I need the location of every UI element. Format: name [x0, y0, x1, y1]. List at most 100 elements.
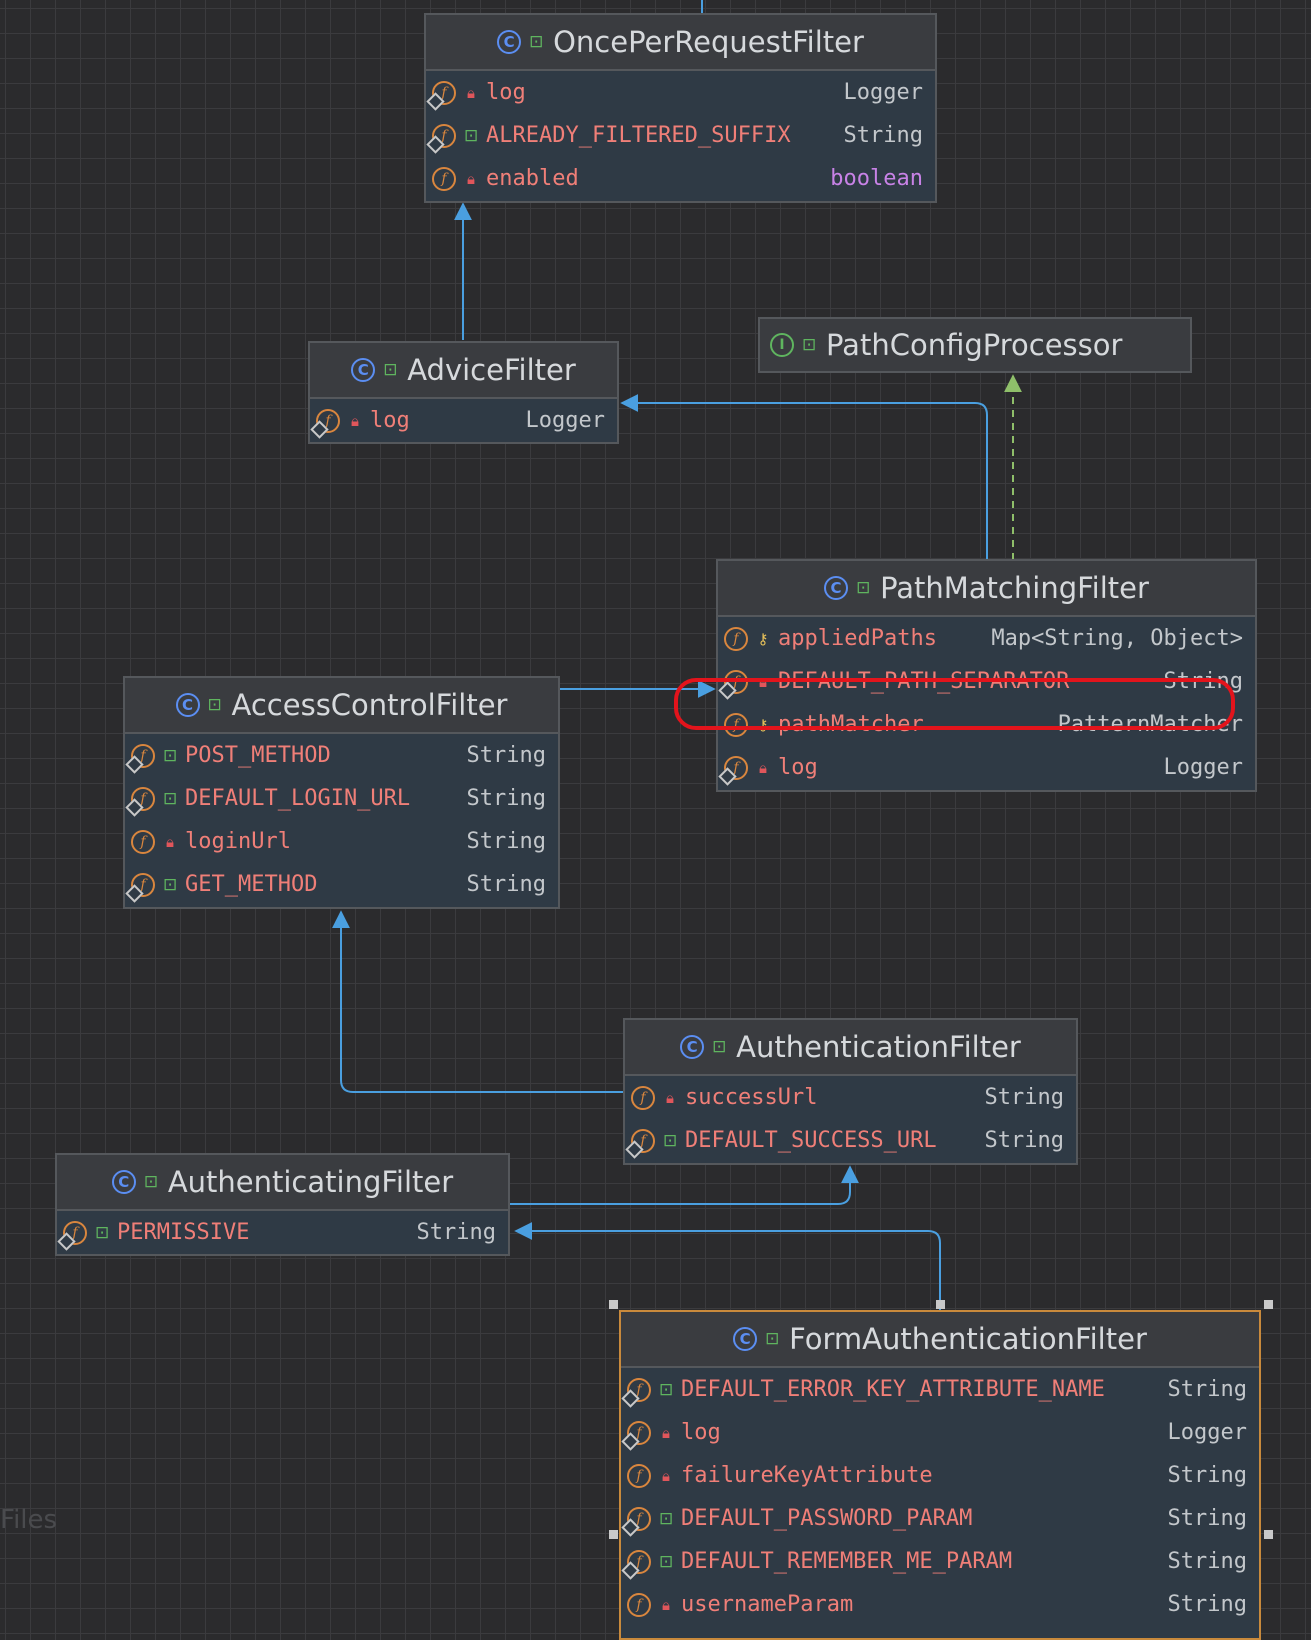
field-name: DEFAULT_ERROR_KEY_ATTRIBUTE_NAME [681, 1377, 1105, 1402]
field-row[interactable]: f 🔒︎ log Logger [621, 1411, 1259, 1454]
field-row[interactable]: f 🔒︎ loginUrl String [125, 820, 558, 863]
field-row[interactable]: f ⚷ appliedPaths Map<String, Object> [718, 617, 1255, 660]
field-row[interactable]: f ⊡ DEFAULT_LOGIN_URL String [125, 777, 558, 820]
public-icon: ⊡ [712, 1037, 727, 1057]
public-icon: ⊡ [207, 695, 222, 715]
private-lock-icon: 🔒︎ [662, 1595, 670, 1614]
field-row[interactable]: f ⊡ DEFAULT_SUCCESS_URL String [625, 1119, 1076, 1162]
class-node-onceperrequestfilter[interactable]: C ⊡ OncePerRequestFilter f 🔒︎ log Logger… [424, 13, 937, 203]
field-name: log [486, 80, 526, 105]
private-lock-icon: 🔒︎ [759, 758, 767, 777]
class-header[interactable]: C ⊡ FormAuthenticationFilter [621, 1312, 1259, 1368]
selection-handle[interactable] [936, 1300, 945, 1309]
class-title: AccessControlFilter [231, 688, 508, 722]
class-title: PathConfigProcessor [826, 328, 1123, 362]
class-title: AdviceFilter [407, 353, 576, 387]
field-row[interactable]: f 🔒︎ successUrl String [625, 1076, 1076, 1119]
public-icon: ⊡ [802, 335, 817, 355]
static-field-icon: f [131, 743, 155, 768]
private-lock-icon: 🔒︎ [467, 169, 475, 188]
selection-handle[interactable] [1264, 1300, 1273, 1309]
package-key-icon: ⚷ [757, 715, 769, 734]
class-title: AuthenticationFilter [736, 1030, 1021, 1064]
field-name: DEFAULT_SUCCESS_URL [685, 1128, 937, 1153]
private-lock-icon: 🔒︎ [666, 1088, 674, 1107]
class-header[interactable]: C ⊡ OncePerRequestFilter [426, 15, 935, 71]
class-icon: C [680, 1035, 705, 1059]
field-icon: f [631, 1085, 655, 1110]
private-lock-icon: 🔒︎ [467, 83, 475, 102]
field-row[interactable]: f ⊡ PERMISSIVE String [57, 1211, 508, 1254]
field-row[interactable]: f ⊡ DEFAULT_PASSWORD_PARAM String [621, 1497, 1259, 1540]
public-icon: ⊡ [659, 1551, 674, 1572]
interface-icon: I [770, 333, 794, 357]
field-name: ALREADY_FILTERED_SUFFIX [486, 123, 791, 148]
field-row[interactable]: f ⊡ GET_METHOD String [125, 863, 558, 906]
selection-handle[interactable] [609, 1530, 618, 1539]
field-row[interactable]: f ⊡ POST_METHOD String [125, 734, 558, 777]
field-row[interactable]: f ⊡ DEFAULT_REMEMBER_ME_PARAM String [621, 1540, 1259, 1583]
class-node-authenticatingfilter[interactable]: C ⊡ AuthenticatingFilter f ⊡ PERMISSIVE … [55, 1153, 510, 1256]
field-name: PERMISSIVE [117, 1220, 250, 1245]
field-type: PatternMatcher [1057, 712, 1243, 737]
field-row[interactable]: f ⊡ ALREADY_FILTERED_SUFFIX String [426, 114, 935, 157]
class-header[interactable]: C ⊡ AccessControlFilter [125, 678, 558, 734]
static-field-icon: f [627, 1420, 651, 1445]
public-icon: ⊡ [529, 32, 544, 52]
field-row[interactable]: f 🔒︎ log Logger [718, 746, 1255, 789]
field-name: pathMatcher [778, 712, 924, 737]
class-icon: C [351, 358, 376, 382]
field-type: String [1167, 1506, 1247, 1531]
class-header[interactable]: C ⊡ AuthenticatingFilter [57, 1155, 508, 1211]
class-icon: C [111, 1170, 136, 1194]
static-field-icon: f [627, 1377, 651, 1402]
field-name: appliedPaths [778, 626, 937, 651]
private-lock-icon: 🔒︎ [351, 411, 359, 430]
static-field-icon: f [724, 755, 748, 780]
class-header[interactable]: I ⊡ PathConfigProcessor [760, 319, 1190, 371]
class-header[interactable]: C ⊡ AdviceFilter [310, 343, 617, 399]
field-row[interactable]: f 🔒︎ log Logger [310, 399, 617, 442]
field-type: String [466, 743, 546, 768]
field-type: String [466, 786, 546, 811]
field-name: successUrl [685, 1085, 818, 1110]
field-type: Logger [1163, 755, 1243, 780]
field-type: boolean [830, 166, 923, 191]
field-name: usernameParam [681, 1592, 854, 1617]
class-title: OncePerRequestFilter [553, 25, 864, 59]
static-field-icon: f [63, 1220, 87, 1245]
field-type: String [466, 872, 546, 897]
class-icon: C [497, 30, 522, 54]
field-type: String [843, 123, 923, 148]
field-row[interactable]: f 🔒︎ enabled boolean [426, 157, 935, 200]
field-row[interactable]: f 🔒︎ usernameParam String [621, 1583, 1259, 1626]
class-node-formauthenticationfilter[interactable]: C ⊡ FormAuthenticationFilter f ⊡ DEFAULT… [619, 1310, 1261, 1640]
field-row[interactable]: f 🔒︎ failureKeyAttribute String [621, 1454, 1259, 1497]
field-icon: f [131, 829, 155, 854]
class-node-advicefilter[interactable]: C ⊡ AdviceFilter f 🔒︎ log Logger [308, 341, 619, 444]
selection-handle[interactable] [1264, 1530, 1273, 1539]
field-name: DEFAULT_LOGIN_URL [185, 786, 411, 811]
field-row-highlighted[interactable]: f ⚷ pathMatcher PatternMatcher [718, 703, 1255, 746]
field-row[interactable]: f 🔒︎ log Logger [426, 71, 935, 114]
field-type: String [984, 1128, 1064, 1153]
private-lock-icon: 🔒︎ [662, 1466, 670, 1485]
files-watermark: Files [0, 1505, 58, 1535]
public-icon: ⊡ [143, 1172, 159, 1192]
class-icon: C [733, 1327, 758, 1351]
class-node-pathmatchingfilter[interactable]: C ⊡ PathMatchingFilter f ⚷ appliedPaths … [716, 559, 1257, 792]
class-header[interactable]: C ⊡ AuthenticationFilter [625, 1020, 1076, 1076]
edge-form-to-authenticating [514, 1222, 941, 1311]
class-title: AuthenticatingFilter [167, 1165, 454, 1199]
interface-node-pathconfigprocessor[interactable]: I ⊡ PathConfigProcessor [758, 317, 1192, 373]
public-icon: ⊡ [659, 1508, 674, 1529]
public-icon: ⊡ [464, 125, 479, 146]
class-node-accesscontrolfilter[interactable]: C ⊡ AccessControlFilter f ⊡ POST_METHOD … [123, 676, 560, 909]
private-lock-icon: 🔒︎ [166, 832, 174, 851]
field-type: String [466, 829, 546, 854]
class-header[interactable]: C ⊡ PathMatchingFilter [718, 561, 1255, 617]
field-type: String [1167, 1377, 1247, 1402]
selection-handle[interactable] [609, 1300, 618, 1309]
class-node-authenticationfilter[interactable]: C ⊡ AuthenticationFilter f 🔒︎ successUrl… [623, 1018, 1078, 1165]
field-row[interactable]: f ⊡ DEFAULT_ERROR_KEY_ATTRIBUTE_NAME Str… [621, 1368, 1259, 1411]
